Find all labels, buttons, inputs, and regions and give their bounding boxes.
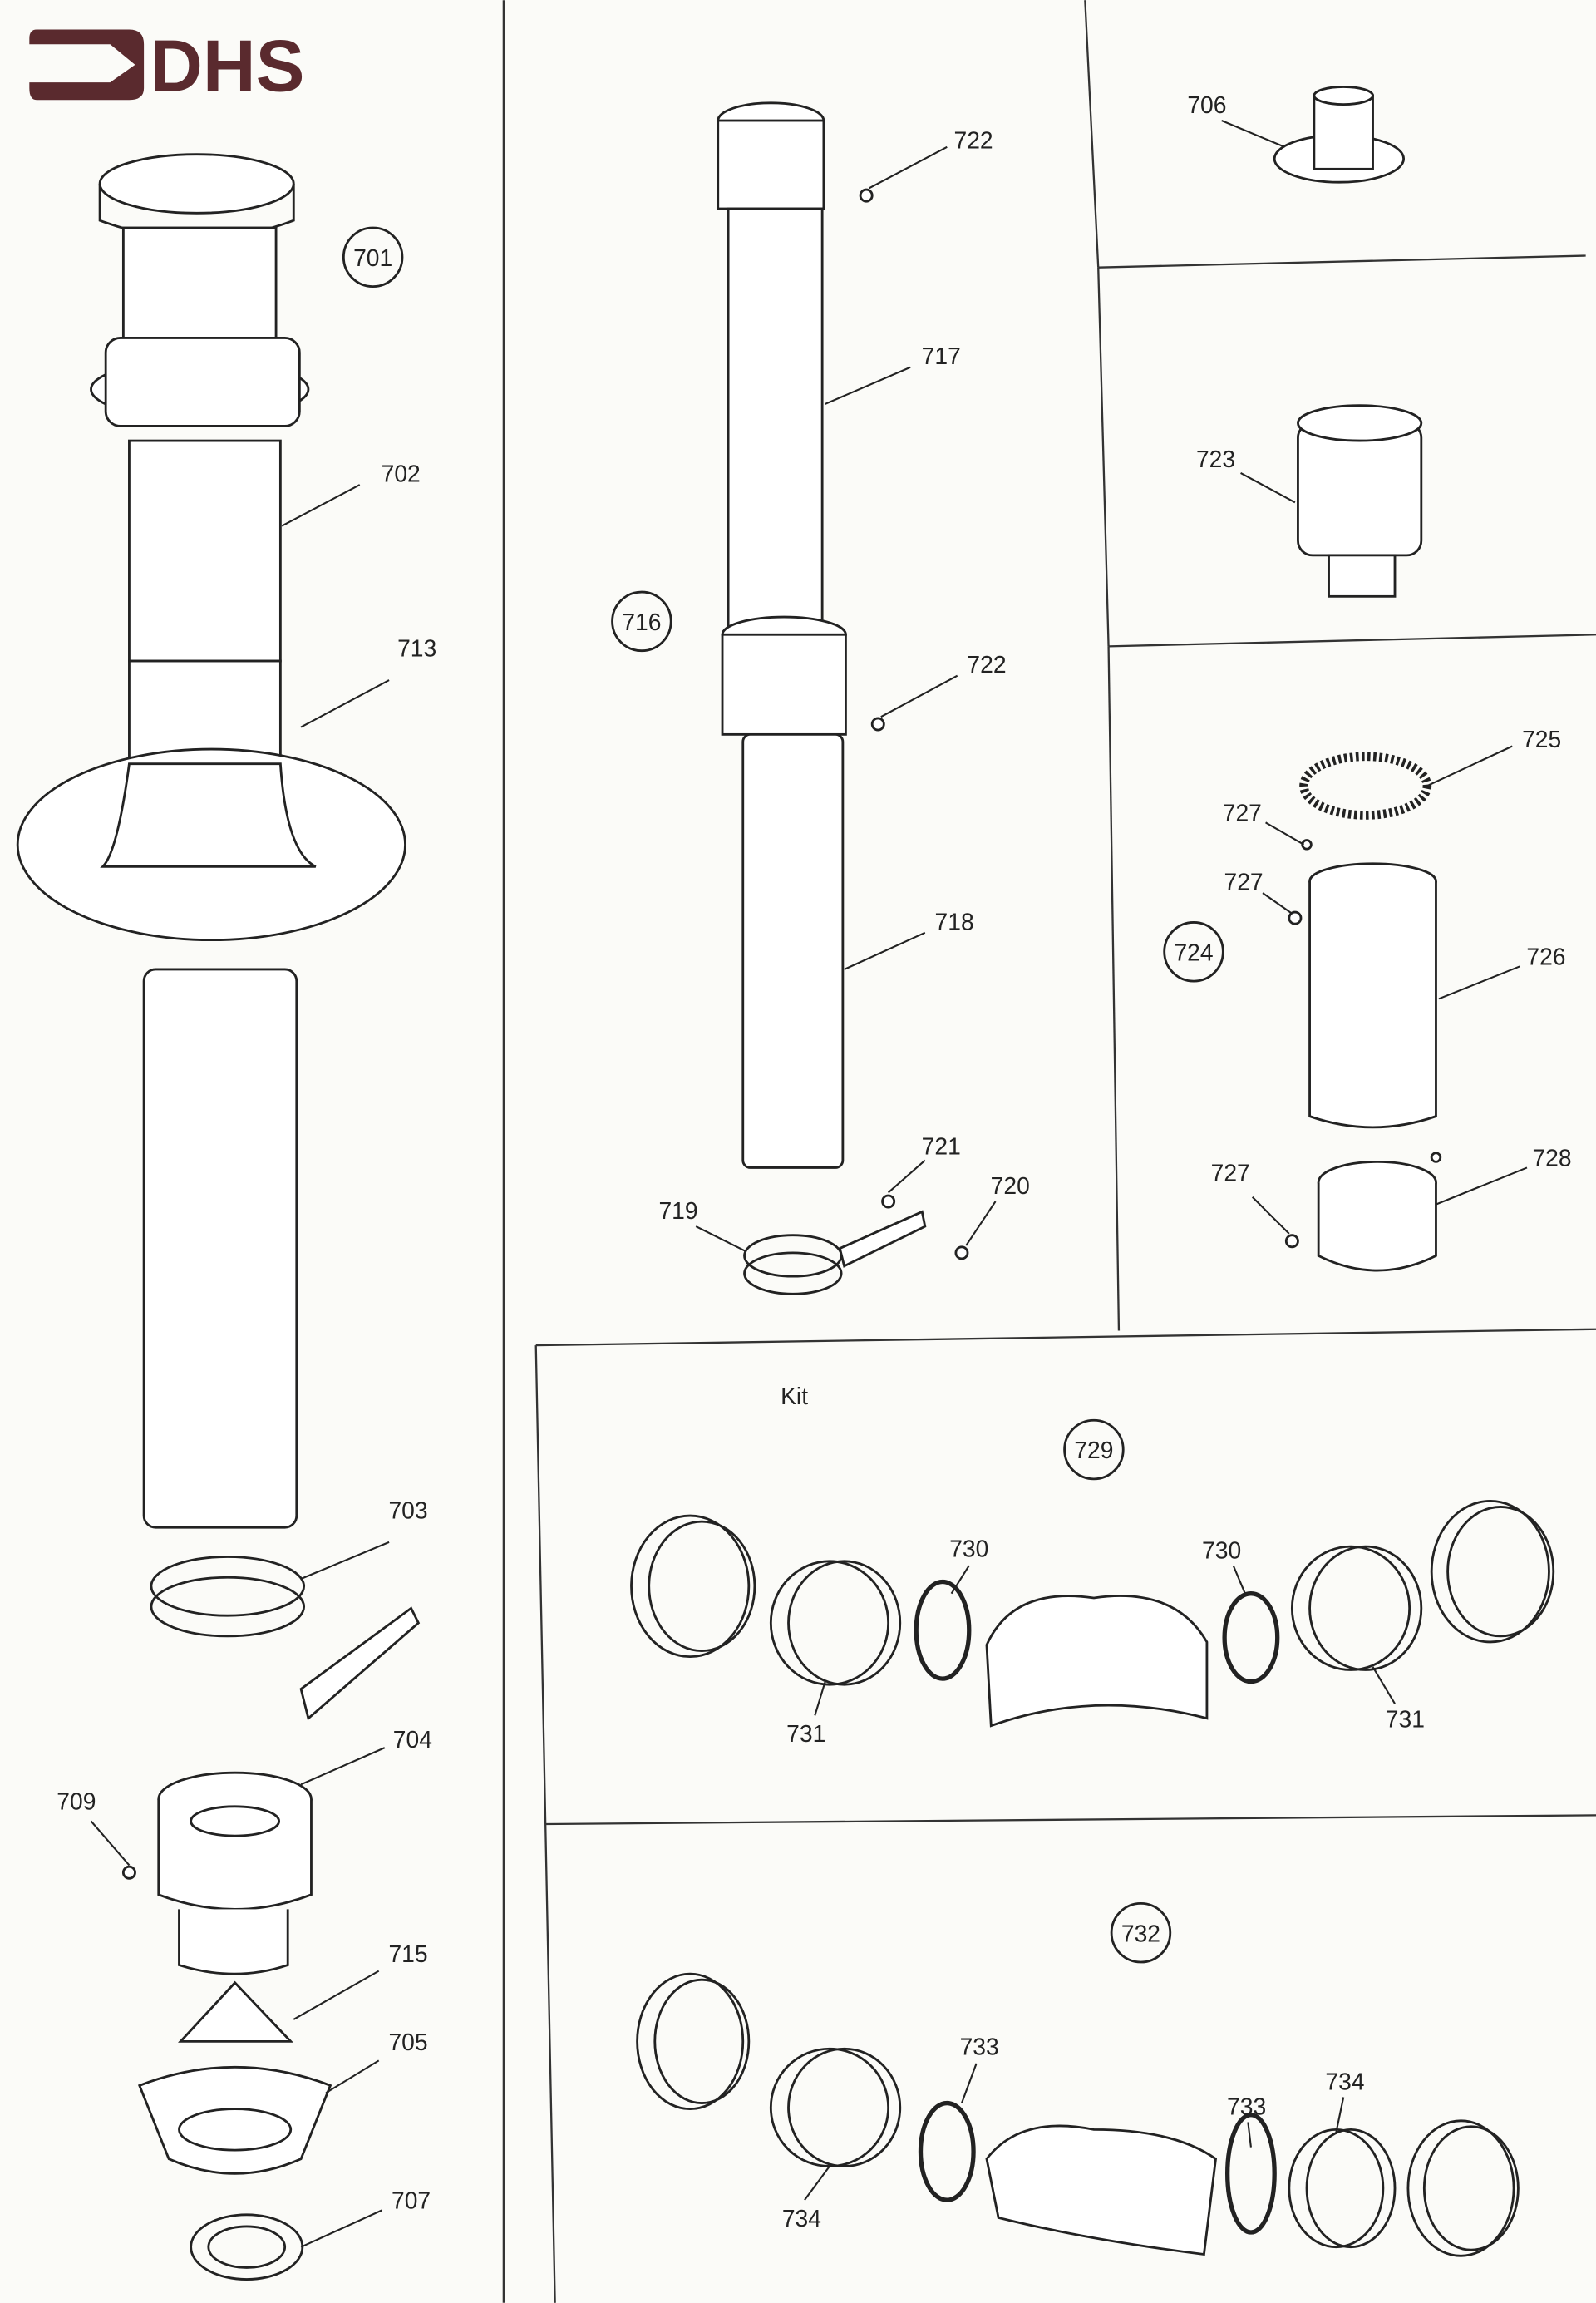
callout-label: 703 xyxy=(388,1497,427,1524)
part-728-coupler xyxy=(1284,1152,1442,1272)
callout-label: 732 xyxy=(1121,1920,1160,1946)
callout-label: 734 xyxy=(1325,2069,1364,2095)
callout-label: 728 xyxy=(1532,1145,1571,1171)
callout-label: 718 xyxy=(935,908,974,935)
callout-label: 707 xyxy=(392,2187,431,2214)
callout-label: 715 xyxy=(388,1941,427,1967)
callout-circle xyxy=(1163,921,1224,983)
callout-label: 730 xyxy=(949,1536,988,1562)
callout-circle xyxy=(342,226,404,288)
callout-label: 727 xyxy=(1211,1159,1250,1186)
callout-label: 701 xyxy=(353,244,392,271)
callout-label: 702 xyxy=(382,461,421,487)
callout-circle xyxy=(1063,1418,1125,1481)
callout-label: 720 xyxy=(991,1172,1030,1199)
part-terminal-assembly xyxy=(16,153,406,1529)
dhs-logo: DHS xyxy=(29,25,305,107)
part-716-extension xyxy=(717,101,885,1169)
callout-label: 727 xyxy=(1223,800,1262,826)
part-732-kit xyxy=(636,1972,1520,2257)
leader-lines xyxy=(90,120,1528,2248)
callout-label: 716 xyxy=(622,609,661,635)
callout-label: 726 xyxy=(1526,944,1565,970)
part-706-plate xyxy=(1273,85,1406,184)
callout-circle xyxy=(1110,1901,1172,1964)
part-719-bracket xyxy=(743,1194,969,1295)
callout-label: 713 xyxy=(397,635,436,662)
kit-heading: Kit xyxy=(781,1383,808,1409)
callout-label: 725 xyxy=(1522,726,1561,752)
part-707-ring xyxy=(190,2213,304,2281)
callout-label: 705 xyxy=(388,2029,427,2055)
callout-label: 733 xyxy=(960,2033,999,2059)
part-703-bracket xyxy=(150,1556,421,1721)
callout-label: 721 xyxy=(922,1133,961,1160)
callout-label: 734 xyxy=(782,2205,821,2231)
callout-label: 730 xyxy=(1202,1536,1241,1563)
callout-label: 724 xyxy=(1174,939,1213,965)
callout-label: 733 xyxy=(1227,2093,1266,2120)
part-726-tube xyxy=(1288,839,1437,1129)
part-709-screw xyxy=(121,1865,136,1880)
part-705-collar xyxy=(137,2065,332,2175)
callout-label: 731 xyxy=(1386,1705,1425,1732)
callout-label: 704 xyxy=(393,1726,432,1753)
callout-labels: 701 702 713 703 704 709 715 705 707 722 … xyxy=(57,91,1571,2231)
callout-label: 709 xyxy=(57,1788,96,1814)
part-729-kit xyxy=(630,1499,1555,1728)
callout-label: 717 xyxy=(922,343,961,369)
part-723-adaptor xyxy=(1297,404,1423,598)
part-704-adaptor xyxy=(157,1771,313,2043)
callout-circle xyxy=(611,590,672,653)
callout-label: 719 xyxy=(658,1197,697,1224)
callout-label: 722 xyxy=(967,651,1006,678)
part-725-seal xyxy=(1299,752,1432,820)
callout-label: 731 xyxy=(786,1720,825,1747)
callout-label: 727 xyxy=(1224,869,1264,895)
section-dividers xyxy=(502,0,1596,2303)
callout-label: 729 xyxy=(1074,1437,1113,1463)
callout-label: 722 xyxy=(954,127,993,154)
callout-label: 723 xyxy=(1196,446,1235,472)
logo-text: DHS xyxy=(150,25,304,107)
callout-label: 706 xyxy=(1187,91,1226,118)
